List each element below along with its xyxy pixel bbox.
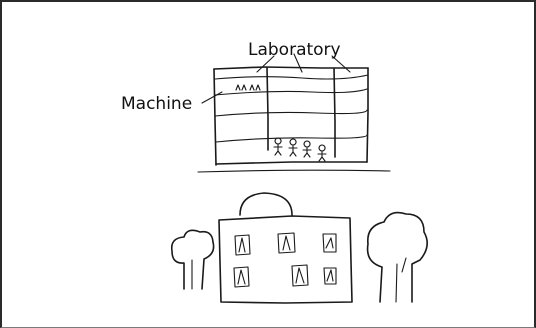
building-block [218, 215, 353, 304]
site-plan [170, 192, 428, 304]
building-right-wall [366, 67, 369, 163]
tree-left [170, 229, 215, 290]
building-arch [239, 192, 293, 216]
laboratory-label: Laboratory [248, 40, 341, 60]
machine-equipment [235, 84, 261, 91]
laboratory-building [197, 66, 391, 173]
laboratory-leader-line [293, 53, 303, 73]
laboratory-leader-line [256, 55, 275, 73]
machine-leader-line [201, 91, 223, 104]
laboratory-leader-line [331, 55, 351, 73]
machine-label: Machine [121, 94, 192, 114]
tree-right [366, 211, 428, 303]
building-windows [233, 232, 337, 288]
floor-line [214, 74, 369, 80]
building-left-wall [213, 68, 217, 166]
tree-right-trunk [395, 257, 407, 303]
floor-line [214, 88, 368, 96]
machine-column [266, 67, 269, 151]
ground-line [197, 169, 391, 173]
machine-column [333, 67, 336, 158]
building-base-line [215, 161, 368, 165]
floor-line [214, 109, 368, 117]
floor-line [215, 134, 368, 143]
people-figures [273, 137, 327, 162]
